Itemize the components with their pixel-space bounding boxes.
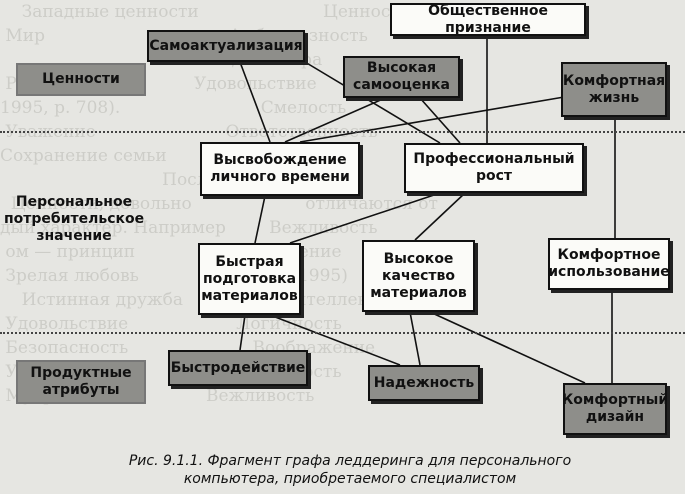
node-fast-preparation-label: Быстрая подготовка материалов — [201, 253, 298, 304]
level-divider-top — [0, 131, 685, 133]
node-self-actualization-label: Самоактуализация — [149, 37, 303, 54]
node-high-quality-label: Высокое качество материалов — [370, 250, 467, 301]
level-label-values-text: Ценности — [42, 71, 120, 87]
node-comfortable-life: Комфортная жизнь — [561, 62, 667, 117]
node-comfortable-use: Комфортное использование — [548, 238, 670, 290]
link-reliability-quality — [409, 311, 421, 366]
node-public-recognition: Общественное признание — [390, 3, 586, 36]
link-fast-prep-free-time — [254, 195, 266, 244]
node-high-self-esteem-label: Высокая самооценка — [353, 60, 450, 93]
link-quality-growth — [414, 192, 466, 241]
node-high-self-esteem: Высокая самооценка — [343, 56, 460, 98]
node-free-time: Высвобождение личного времени — [200, 142, 360, 196]
link-fast-prep-growth — [289, 192, 441, 244]
node-fast-preparation: Быстрая подготовка материалов — [198, 243, 301, 315]
node-speed-label: Быстродействие — [170, 359, 306, 376]
level-label-attributes-text: Продуктные атрибуты — [30, 365, 132, 398]
node-comfortable-life-label: Комфортная жизнь — [562, 72, 666, 106]
level-divider-bottom — [0, 332, 685, 334]
link-free-time-comfortable-life — [299, 95, 571, 143]
link-growth-self-actualization — [304, 61, 441, 144]
node-comfortable-use-label: Комфортное использование — [548, 247, 670, 280]
level-label-values: Ценности — [16, 63, 146, 96]
link-free-time-self-esteem — [284, 97, 386, 143]
node-reliability: Надежность — [368, 365, 480, 401]
link-growth-self-esteem — [419, 97, 461, 144]
figure-caption-line2: компьютера, приобретаемого специалистом — [183, 471, 517, 487]
node-free-time-label: Высвобождение личного времени — [210, 152, 350, 185]
node-self-actualization: Самоактуализация — [147, 30, 305, 62]
node-high-quality: Высокое качество материалов — [362, 240, 475, 312]
link-free-time-self-actualization — [239, 61, 271, 143]
node-reliability-label: Надежность — [373, 374, 475, 391]
node-speed: Быстродействие — [168, 350, 308, 386]
node-comfortable-design: Комфортный дизайн — [561, 383, 669, 435]
level-label-attributes: Продуктные атрибуты — [16, 360, 146, 404]
figure-caption: Рис. 9.1.1. Фрагмент графа леддеринга дл… — [60, 452, 640, 488]
node-professional-growth: Профессиональный рост — [404, 143, 584, 193]
level-label-personal-text: Персональное потребительское значение — [4, 194, 145, 244]
figure-caption-line1: Рис. 9.1.1. Фрагмент графа леддеринга дл… — [128, 453, 572, 469]
node-professional-growth-label: Профессиональный рост — [413, 151, 575, 184]
link-design-quality — [429, 311, 586, 384]
node-public-recognition-label: Общественное признание — [428, 2, 548, 36]
node-comfortable-design-label: Комфортный дизайн — [561, 392, 669, 425]
level-label-personal: Персональное потребительское значение — [4, 194, 144, 245]
link-reliability-fast-prep — [269, 314, 401, 366]
